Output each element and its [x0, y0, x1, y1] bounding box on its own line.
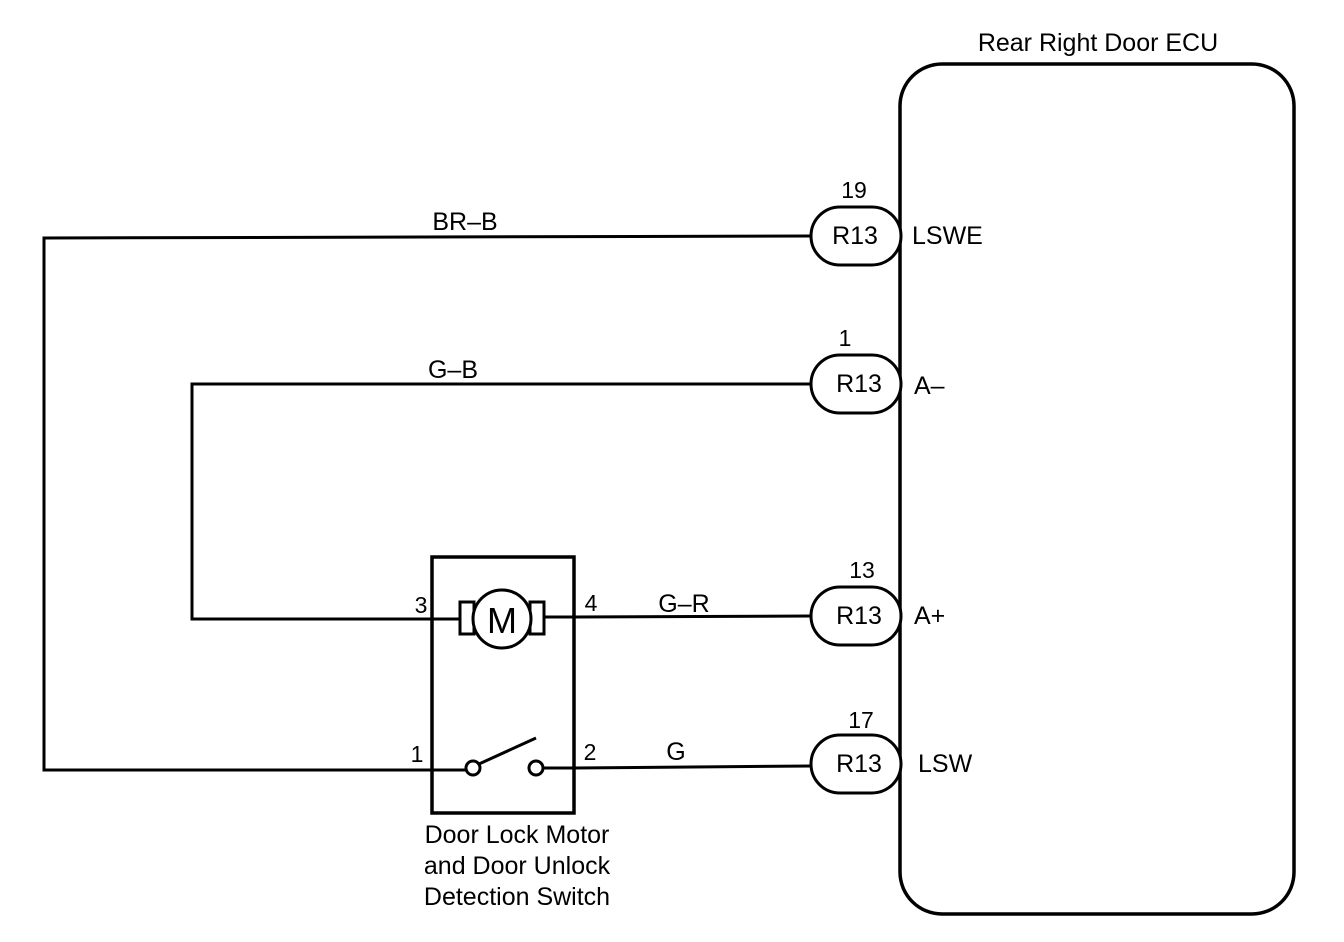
wire-br-b: [42, 234, 812, 772]
pin-number: 13: [849, 557, 875, 583]
connector-r13-pin13: R13 13 A+: [809, 557, 945, 647]
pin-3-label: 3: [415, 592, 428, 618]
pin-2-label: 2: [584, 739, 597, 765]
wire-g: [573, 764, 812, 770]
door-lock-motor-assembly: M 3 4 1 2 Door Lock Motor and Door Unloc…: [411, 555, 611, 911]
wire-label-g: G: [666, 738, 685, 766]
component-label-line-1: Door Lock Motor: [425, 821, 610, 849]
pin-number: 1: [839, 325, 852, 351]
signal-label: A+: [914, 602, 945, 630]
component-label-line-2: and Door Unlock: [424, 852, 611, 880]
ecu-title: Rear Right Door ECU: [978, 29, 1218, 57]
connector-r13-pin1: R13 1 A–: [809, 325, 945, 415]
pin-number: 17: [848, 707, 874, 733]
wire-label-g-b: G–B: [428, 356, 478, 384]
signal-label: LSWE: [912, 222, 983, 250]
connector-r13-pin17: R13 17 LSW: [809, 707, 973, 795]
component-label-line-3: Detection Switch: [424, 883, 610, 911]
signal-label: A–: [914, 372, 945, 400]
wire-label-g-r: G–R: [658, 590, 709, 618]
connector-id: R13: [836, 370, 882, 398]
connector-id: R13: [832, 222, 878, 250]
connector-r13-pin19: R13 19 LSWE: [809, 177, 983, 267]
pin-4-label: 4: [585, 590, 598, 616]
pin-1-label: 1: [411, 741, 424, 767]
pin-number: 19: [841, 177, 867, 203]
motor-symbol: M: [487, 600, 517, 641]
wire-g-b: [190, 382, 811, 621]
switch-icon: [432, 736, 574, 777]
connector-id: R13: [836, 750, 882, 778]
wire-label-br-b: BR–B: [432, 208, 497, 236]
motor-icon: M: [432, 588, 574, 650]
ecu-box: [898, 62, 1296, 916]
component-box: [430, 555, 576, 815]
signal-label: LSW: [918, 750, 973, 778]
connector-id: R13: [836, 602, 882, 630]
wire-g-r: [573, 614, 812, 619]
